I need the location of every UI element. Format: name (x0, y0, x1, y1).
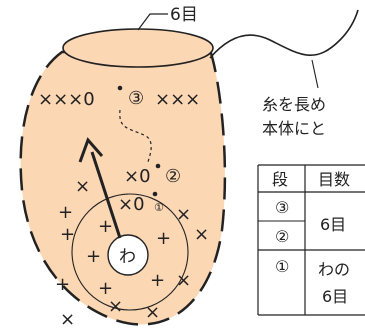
row3-stitches-right: ××× (155, 89, 200, 110)
outer-mark-7: × (194, 224, 209, 245)
row1-stitches: ×0 (118, 194, 145, 215)
note-line-1: 糸を長め (262, 95, 326, 114)
row3-marker: ③ (128, 88, 144, 109)
table-row1-label: ① (275, 257, 289, 276)
row1-dot (152, 191, 158, 197)
table-header-count: 目数 (318, 170, 350, 189)
outer-mark-4: × (108, 296, 123, 317)
top-label: 6目 (170, 5, 198, 25)
direction-arrow-line (90, 151, 122, 239)
table-row1-value-line2: 6目 (322, 287, 348, 306)
note-line-2: 本体にと (262, 119, 326, 138)
outer-ring (71, 193, 189, 311)
plus-mark-5: + (156, 228, 171, 249)
outer-mark-9: × (75, 176, 90, 197)
yarn-tail (209, 9, 359, 59)
table-row32-value: 6目 (320, 215, 346, 234)
table-row3-label: ③ (275, 198, 289, 217)
direction-arrow-head (78, 137, 104, 163)
inner-ring (107, 234, 149, 276)
row2-marker: ② (165, 166, 181, 187)
plus-mark-2: + (86, 246, 101, 267)
ring-label: わ (119, 247, 136, 267)
outer-mark-2: + (58, 202, 73, 223)
row3-dot (117, 85, 123, 91)
outer-mark-8: × (176, 204, 191, 225)
stitch-table (257, 164, 365, 316)
note-leader (311, 59, 319, 89)
table-row1-value-line1: わの (318, 260, 350, 279)
plus-mark-3: + (98, 278, 113, 299)
plus-mark-4: + (150, 270, 165, 291)
table-row2-label: ② (275, 227, 289, 246)
outer-mark-6: × (176, 270, 191, 291)
outer-mark-3: + (55, 274, 70, 295)
top-opening (62, 28, 214, 68)
outer-mark-10: × (60, 309, 75, 330)
row-transition-dashes (119, 109, 152, 163)
row3-stitches: ×××0 (38, 89, 95, 110)
outer-mark-1: + (60, 224, 75, 245)
table-header-row: 段 (272, 170, 288, 189)
outer-mark-5: × (145, 302, 160, 323)
row2-dot (155, 163, 161, 169)
plus-mark-1: + (98, 216, 113, 237)
row1-marker: ① (154, 201, 164, 214)
row2-stitches: ×0 (124, 166, 151, 187)
top-label-leader (137, 13, 168, 31)
